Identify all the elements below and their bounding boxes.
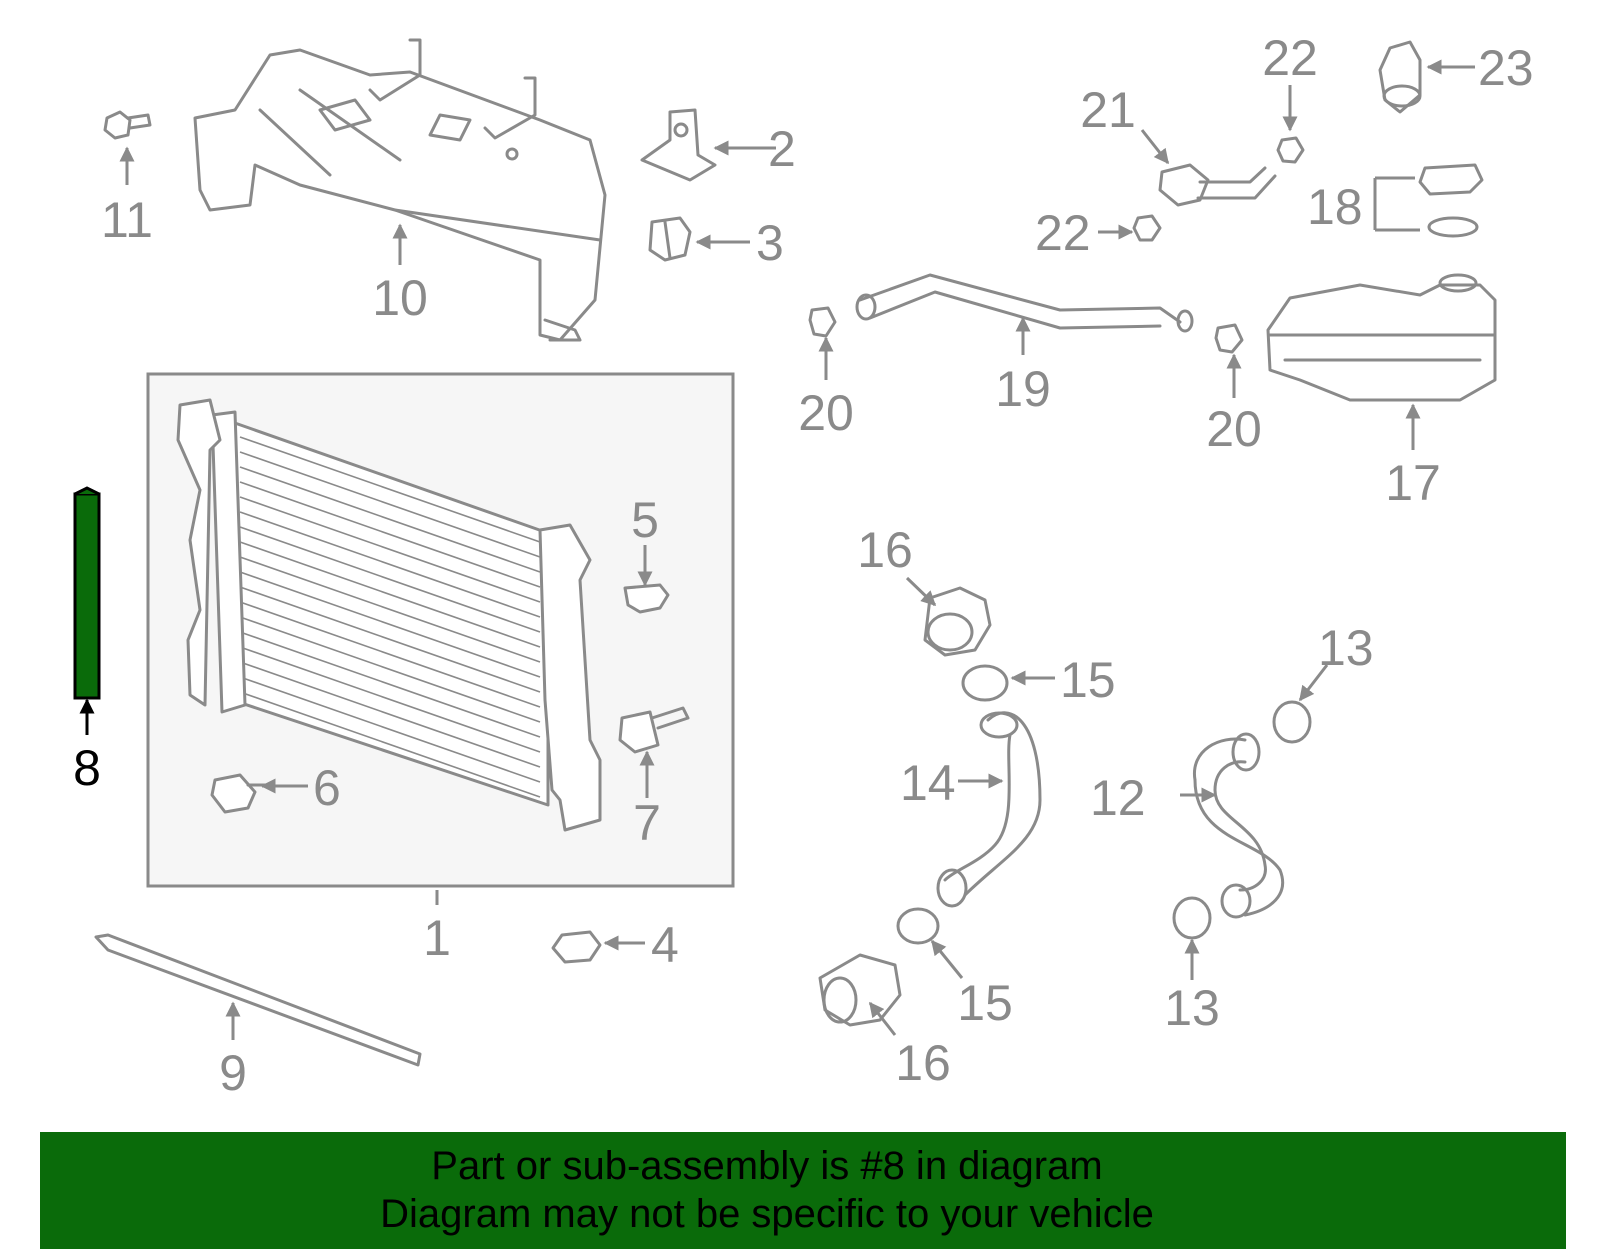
drain-plug-part bbox=[623, 583, 670, 614]
hose-clamp-13-upper bbox=[1272, 700, 1312, 744]
hose-fitting-upper-part bbox=[923, 586, 992, 657]
hose-clamp-lower-part bbox=[896, 907, 940, 945]
callout-22-lower: 22 bbox=[1035, 205, 1091, 261]
hose-fitting-lower-part bbox=[818, 953, 902, 1027]
upper-hose-part bbox=[855, 273, 1194, 333]
highlighted-seal-part-8 bbox=[73, 492, 101, 700]
callout-16-upper: 16 bbox=[857, 522, 913, 578]
clip-part bbox=[551, 930, 602, 964]
bolt-part bbox=[103, 110, 152, 140]
callout-18: 18 bbox=[1307, 179, 1363, 235]
insulator-part bbox=[648, 216, 692, 262]
callout-9: 9 bbox=[219, 1045, 247, 1101]
bracket-part bbox=[640, 108, 717, 182]
lower-hose-14-part bbox=[936, 711, 1042, 908]
clamp-20-right bbox=[1214, 323, 1244, 354]
callout-20-left: 20 bbox=[798, 385, 854, 441]
info-banner: Part or sub-assembly is #8 in diagram Di… bbox=[40, 1132, 1566, 1249]
callout-6: 6 bbox=[313, 760, 341, 816]
drain-cock-part bbox=[210, 773, 272, 814]
bypass-hose-part bbox=[1158, 163, 1277, 207]
level-sensor-part bbox=[1378, 40, 1422, 114]
reservoir-cap-part bbox=[1418, 163, 1484, 196]
air-baffle-part bbox=[193, 38, 607, 342]
sensor-part bbox=[618, 706, 690, 754]
callout-8: 8 bbox=[73, 740, 101, 796]
callout-1: 1 bbox=[423, 910, 451, 966]
leader-lines bbox=[79, 59, 1475, 1040]
hose-clamp-13-lower bbox=[1172, 896, 1212, 940]
callout-11: 11 bbox=[101, 192, 153, 248]
callout-13-lower: 13 bbox=[1164, 980, 1220, 1036]
callout-20-right: 20 bbox=[1206, 401, 1262, 457]
callout-17: 17 bbox=[1385, 455, 1441, 511]
clamp-20-left bbox=[808, 306, 837, 338]
callout-19: 19 bbox=[995, 361, 1051, 417]
callout-13-upper: 13 bbox=[1318, 620, 1374, 676]
radiator-hose-12-part bbox=[1193, 732, 1284, 919]
hose-clamp-upper-part bbox=[961, 664, 1009, 702]
callout-10: 10 bbox=[372, 270, 428, 326]
callout-22-upper: 22 bbox=[1262, 30, 1318, 86]
callout-2: 2 bbox=[768, 121, 796, 177]
callout-15-lower: 15 bbox=[957, 975, 1013, 1031]
callout-labels: 1 2 3 4 5 6 7 8 9 10 11 12 13 13 14 15 1… bbox=[73, 30, 1534, 1101]
callout-18-bracket bbox=[1373, 176, 1420, 232]
highlighted-seal-top-cap bbox=[74, 486, 100, 496]
callout-14: 14 bbox=[900, 755, 956, 811]
callout-12: 12 bbox=[1090, 770, 1146, 826]
callout-21: 21 bbox=[1080, 82, 1136, 138]
callout-4: 4 bbox=[651, 917, 679, 973]
lower-seal-part bbox=[94, 933, 422, 1067]
callout-3: 3 bbox=[756, 215, 784, 271]
callout-7: 7 bbox=[633, 795, 661, 851]
callout-23: 23 bbox=[1478, 40, 1534, 96]
clamp-22-lower bbox=[1132, 214, 1162, 242]
callout-5: 5 bbox=[631, 492, 659, 548]
clamp-22-upper bbox=[1276, 136, 1305, 164]
cap-seal-part bbox=[1427, 216, 1479, 238]
coolant-reservoir-part bbox=[1266, 273, 1497, 402]
callout-15-upper: 15 bbox=[1060, 652, 1116, 708]
banner-line-part-number: Part or sub-assembly is #8 in diagram bbox=[431, 1144, 1103, 1188]
banner-line-disclaimer: Diagram may not be specific to your vehi… bbox=[380, 1192, 1154, 1236]
callout-16-lower: 16 bbox=[895, 1035, 951, 1091]
radiator-part bbox=[176, 398, 602, 832]
